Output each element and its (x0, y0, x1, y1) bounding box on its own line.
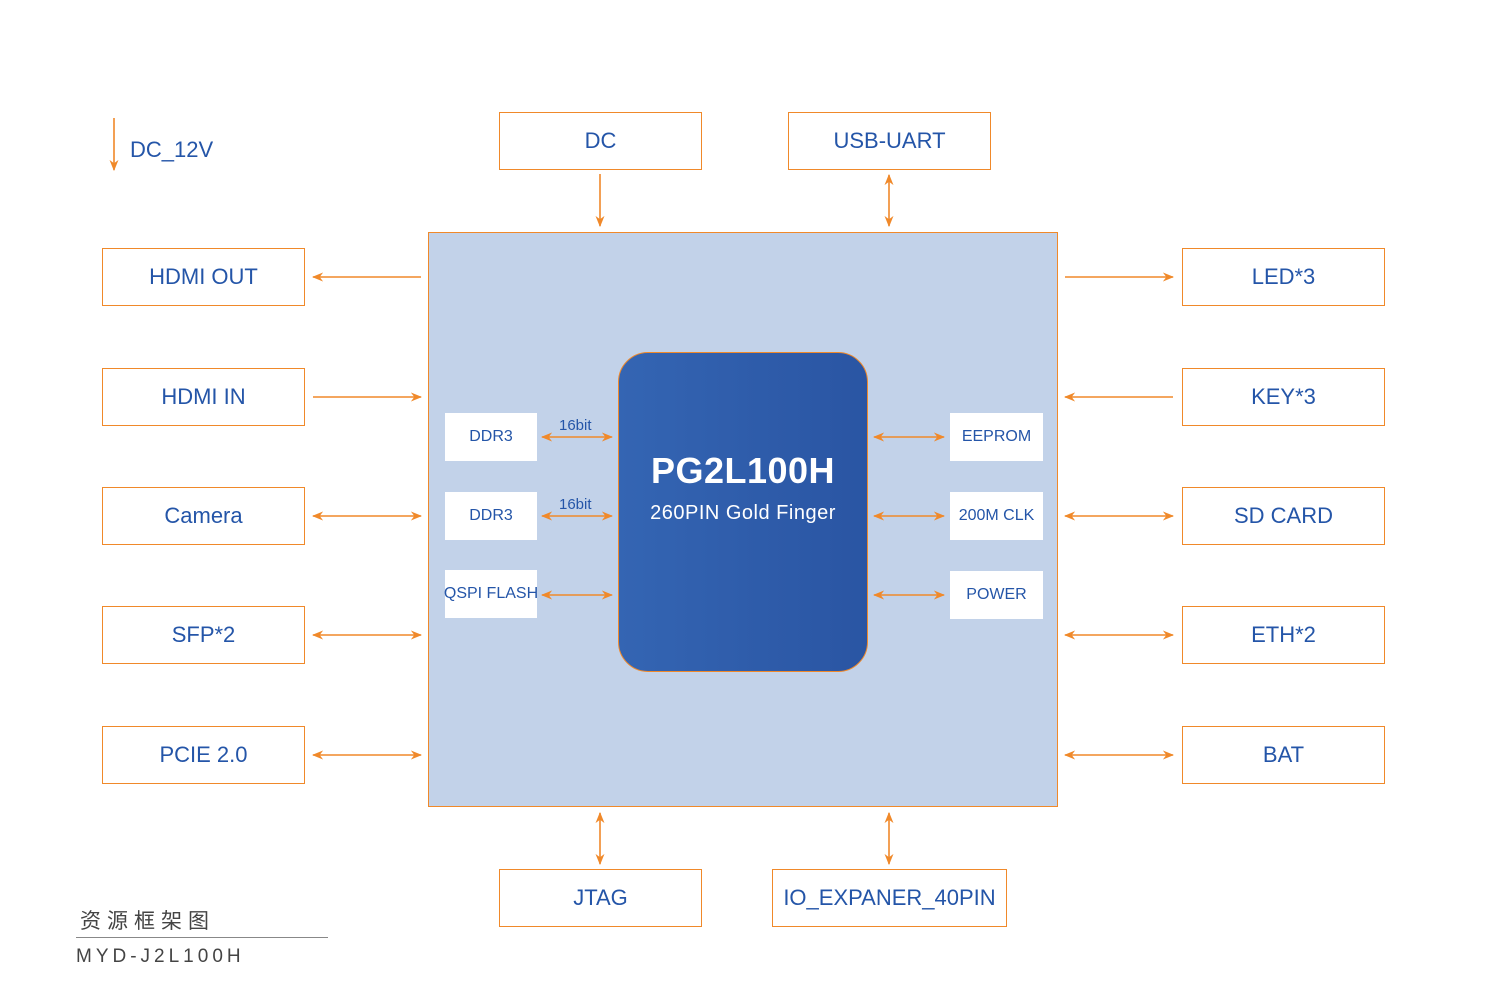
box-usb-uart-label: USB-UART (833, 128, 946, 153)
box-io-expander-label: IO_EXPANER_40PIN (783, 885, 996, 910)
box-jtag-label: JTAG (573, 885, 628, 910)
inner-ddr3-2-label: DDR3 (469, 507, 513, 524)
footer-model: MYD-J2L100H (76, 946, 245, 967)
inner-200m-clk-label: 200M CLK (958, 507, 1035, 524)
inner-ddr3-1: DDR3 (445, 413, 537, 461)
box-key-label: KEY*3 (1251, 384, 1316, 409)
inner-eeprom-label: EEPROM (961, 428, 1032, 445)
fpga-chip: PG2L100H 260PIN Gold Finger (618, 352, 868, 672)
box-sd-card: SD CARD (1182, 487, 1385, 545)
box-pcie: PCIE 2.0 (102, 726, 305, 784)
bus-width-label-1: 16bit (559, 417, 592, 434)
box-sd-card-label: SD CARD (1233, 503, 1333, 528)
inner-power-label: POWER (966, 586, 1027, 603)
box-hdmi-out: HDMI OUT (102, 248, 305, 306)
box-hdmi-in: HDMI IN (102, 368, 305, 426)
inner-qspi-flash-label: QSPI FLASH (443, 585, 539, 602)
box-sfp-label: SFP*2 (171, 622, 236, 647)
inner-ddr3-2: DDR3 (445, 492, 537, 540)
footer-divider (76, 937, 328, 938)
inner-qspi-flash: QSPI FLASH (443, 570, 539, 618)
box-key: KEY*3 (1182, 368, 1385, 426)
box-hdmi-out-label: HDMI OUT (149, 264, 258, 289)
box-bat: BAT (1182, 726, 1385, 784)
box-hdmi-in-label: HDMI IN (161, 384, 246, 409)
box-sfp: SFP*2 (102, 606, 305, 664)
box-camera-label: Camera (164, 503, 243, 528)
box-jtag: JTAG (499, 869, 702, 927)
box-usb-uart: USB-UART (788, 112, 991, 170)
box-eth-label: ETH*2 (1251, 622, 1316, 647)
box-pcie-label: PCIE 2.0 (159, 742, 248, 767)
box-led-label: LED*3 (1251, 264, 1316, 289)
box-io-expander: IO_EXPANER_40PIN (772, 869, 1007, 927)
bus-width-label-2: 16bit (559, 496, 592, 513)
footer-title: 资源框架图 (80, 910, 215, 933)
inner-ddr3-1-label: DDR3 (469, 428, 513, 445)
box-camera: Camera (102, 487, 305, 545)
power-legend-label: DC_12V (130, 137, 214, 162)
inner-eeprom: EEPROM (950, 413, 1043, 461)
chip-title: PG2L100H (650, 449, 836, 491)
chip-subtitle: 260PIN Gold Finger (650, 501, 836, 524)
inner-200m-clk: 200M CLK (950, 492, 1043, 540)
box-eth: ETH*2 (1182, 606, 1385, 664)
box-bat-label: BAT (1262, 742, 1305, 767)
box-dc-label: DC (584, 128, 617, 153)
inner-power: POWER (950, 571, 1043, 619)
box-led: LED*3 (1182, 248, 1385, 306)
box-dc: DC (499, 112, 702, 170)
